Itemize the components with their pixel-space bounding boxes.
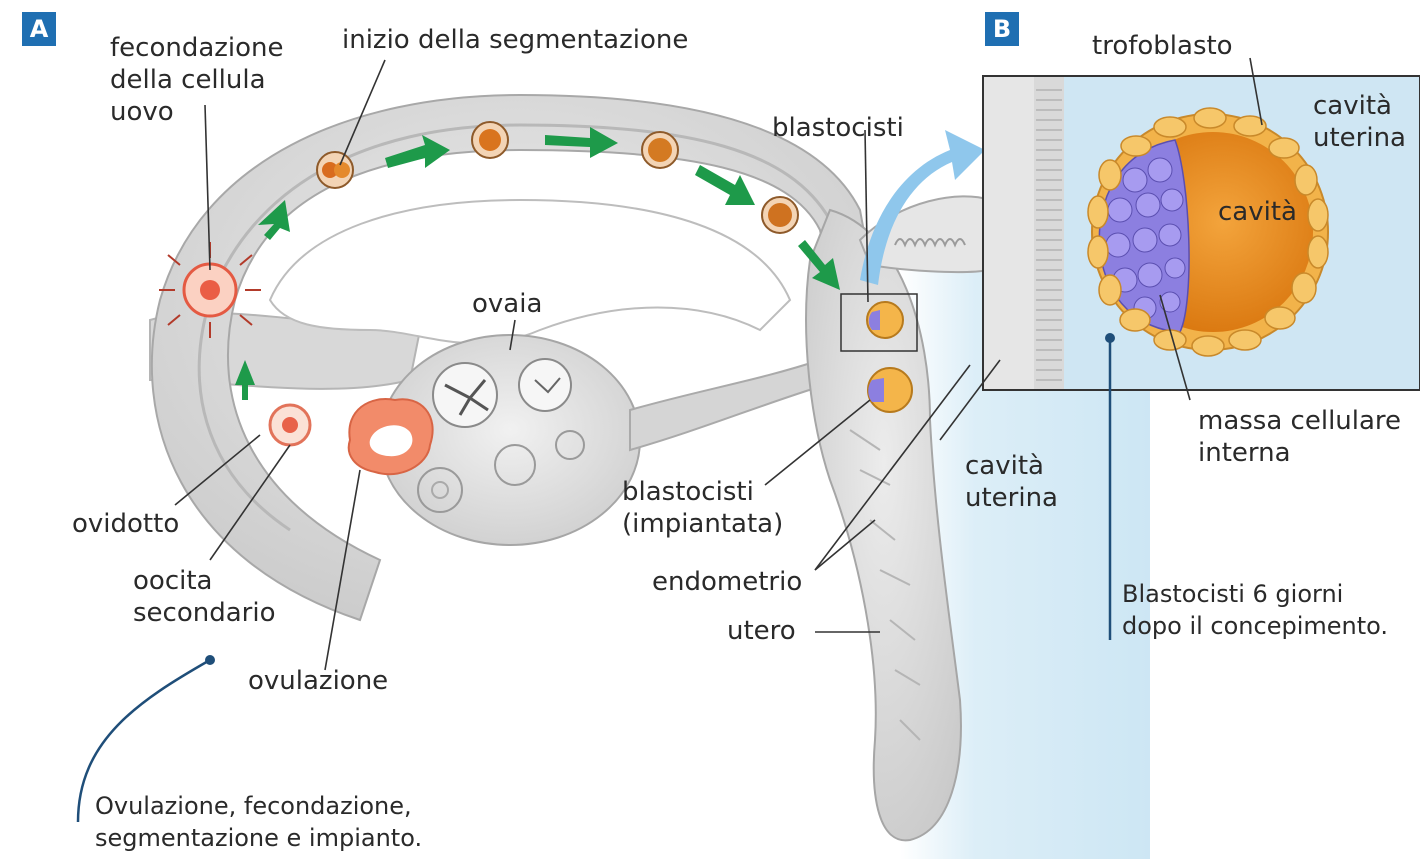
caption-a: Ovulazione, fecondazione, segmentazione … <box>95 790 422 854</box>
caption-dot-a <box>205 655 215 665</box>
ovary-ligament <box>630 360 825 450</box>
morula-3 <box>762 197 798 233</box>
label-blastocisti: blastocisti <box>772 112 904 144</box>
mesosalpinx <box>270 200 790 343</box>
oocyte-ovulated <box>270 405 310 445</box>
blastocyst-implanted-cell <box>868 368 912 412</box>
label-cavita-uterina-b: cavità uterina <box>1313 90 1406 154</box>
follicle-2 <box>519 359 571 411</box>
label-ovidotto: ovidotto <box>72 508 179 540</box>
label-ovulazione: ovulazione <box>248 665 388 697</box>
panel-b-badge: B <box>985 12 1019 46</box>
panel-a-badge: A <box>22 12 56 46</box>
caption-b: Blastocisti 6 giorni dopo il concepiment… <box>1122 578 1388 642</box>
label-fecondazione: fecondazione della cellula uovo <box>110 32 284 128</box>
label-endometrio: endometrio <box>652 566 802 598</box>
label-segmentazione: inizio della segmentazione <box>342 24 688 56</box>
blastocyst-small <box>867 302 903 338</box>
label-cavita: cavità <box>1218 196 1297 228</box>
label-trofoblasto: trofoblasto <box>1092 30 1233 62</box>
blastocyst-detail <box>1088 108 1328 356</box>
zygote-2cell <box>317 152 353 188</box>
uterine-wall <box>984 77 1034 389</box>
label-massa-cellulare: massa cellulare interna <box>1198 405 1401 469</box>
label-oocita: oocita secondario <box>133 565 275 629</box>
endometrium-layer <box>1034 77 1064 389</box>
label-ovaia: ovaia <box>472 288 542 320</box>
label-blastocisti-impiantata: blastocisti (impiantata) <box>622 476 783 540</box>
morula-1 <box>472 122 508 158</box>
label-cavita-uterina-a: cavità uterina <box>965 450 1058 514</box>
caption-dot-b <box>1105 333 1115 343</box>
label-utero: utero <box>727 615 796 647</box>
morula-2 <box>642 132 678 168</box>
